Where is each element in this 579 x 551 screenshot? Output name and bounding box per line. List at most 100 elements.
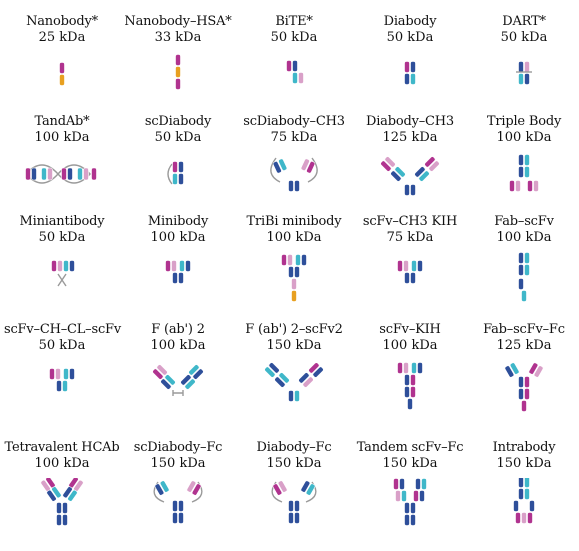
domain-block [69, 368, 75, 380]
format-mw: 50 kDa [500, 30, 548, 45]
domain-block [277, 480, 288, 493]
domain-block [274, 376, 286, 388]
format-mw: 100 kDa [382, 338, 438, 353]
domain-block [278, 158, 288, 171]
format-mw: 100 kDa [150, 230, 206, 245]
fab2-scfv2-icon [264, 362, 324, 402]
domain-block [178, 173, 184, 185]
domain-block [278, 372, 290, 384]
domain-block [165, 260, 171, 272]
domain-block [295, 254, 301, 266]
dart-icon [516, 61, 532, 85]
format-name: scDiabody–Fc [133, 440, 223, 455]
domain-block [527, 512, 533, 524]
domain-block [411, 260, 417, 272]
format-name: Intrabody [492, 440, 556, 455]
domain-block [404, 184, 410, 196]
format-name: TandAb* [34, 114, 90, 129]
domain-block [179, 260, 185, 272]
domain-block [518, 478, 524, 488]
triple-body-icon [509, 154, 539, 192]
tetravalent-hcab-icon [40, 478, 84, 526]
format-mw: 25 kDa [38, 30, 86, 45]
format-name: Minibody [147, 214, 209, 229]
tandab-icon [25, 164, 97, 184]
domain-block [172, 161, 178, 173]
format-cell: Nanobody*25 kDa [4, 14, 120, 120]
domain-block [172, 272, 178, 284]
domain-block [294, 512, 300, 524]
domain-block [524, 252, 530, 264]
domain-block [421, 478, 427, 490]
linker-line [307, 157, 318, 183]
domain-block [428, 160, 440, 172]
format-name: Tetravalent HCAb [4, 440, 120, 455]
diabody-fc-icon [271, 480, 317, 524]
diabody-ch3-icon [380, 156, 440, 196]
format-name: TriBi minibody [246, 214, 342, 229]
domain-block [61, 167, 67, 181]
domain-block [404, 61, 410, 73]
domain-block [390, 170, 402, 182]
domain-block [518, 252, 524, 264]
format-name: scFv–KIH [379, 322, 441, 337]
format-name: Tandem scFv–Fc [356, 440, 464, 455]
format-name: DART* [502, 14, 546, 29]
domain-block [178, 272, 184, 284]
domain-block [533, 365, 544, 378]
domain-block [46, 489, 57, 502]
domain-block [414, 166, 426, 178]
domain-block [156, 364, 168, 376]
format-cell: Nanobody–HSA*33 kDa [120, 14, 236, 120]
scfv-ch-cl-scfv-icon [49, 368, 75, 392]
domain-block [524, 264, 530, 276]
domain-block [518, 73, 524, 85]
domain-block [509, 180, 515, 192]
scfv-ch3-kih-icon [397, 260, 423, 284]
domain-block [410, 184, 416, 196]
domain-block [178, 512, 184, 524]
domain-block [312, 366, 324, 378]
domain-block [56, 380, 62, 392]
domain-block [186, 480, 197, 493]
format-name: Fab–scFv–Fc [483, 322, 565, 337]
domain-block [527, 180, 533, 192]
domain-block [57, 260, 63, 272]
intrabody-icon [513, 478, 535, 524]
domain-block [415, 478, 421, 490]
domain-block [91, 167, 97, 181]
linker-line [270, 157, 281, 183]
domain-block [47, 167, 53, 181]
tribi-minibody-icon [281, 254, 307, 302]
domain-block [62, 486, 73, 499]
domain-block [56, 514, 62, 526]
format-mw: 75 kDa [386, 230, 434, 245]
domain-block [288, 500, 294, 512]
domain-block [286, 60, 292, 72]
domain-block [410, 386, 416, 398]
domain-block [410, 73, 416, 85]
scdiabody-ch3-icon [270, 157, 318, 192]
domain-block [404, 386, 410, 398]
domain-block [272, 161, 282, 174]
format-mw: 125 kDa [496, 338, 552, 353]
domain-block [509, 362, 520, 375]
domain-block [399, 478, 405, 490]
domain-block [59, 62, 65, 74]
format-name: Triple Body [486, 114, 562, 129]
format-mw: 50 kDa [386, 30, 434, 45]
domain-block [404, 502, 410, 514]
bite-icon [286, 60, 304, 84]
tandem-scfv-fc-icon [393, 478, 427, 526]
domain-block [404, 374, 410, 386]
domain-block [529, 500, 535, 512]
domain-block [417, 362, 423, 374]
domain-block [288, 390, 294, 402]
domain-block [513, 500, 519, 512]
